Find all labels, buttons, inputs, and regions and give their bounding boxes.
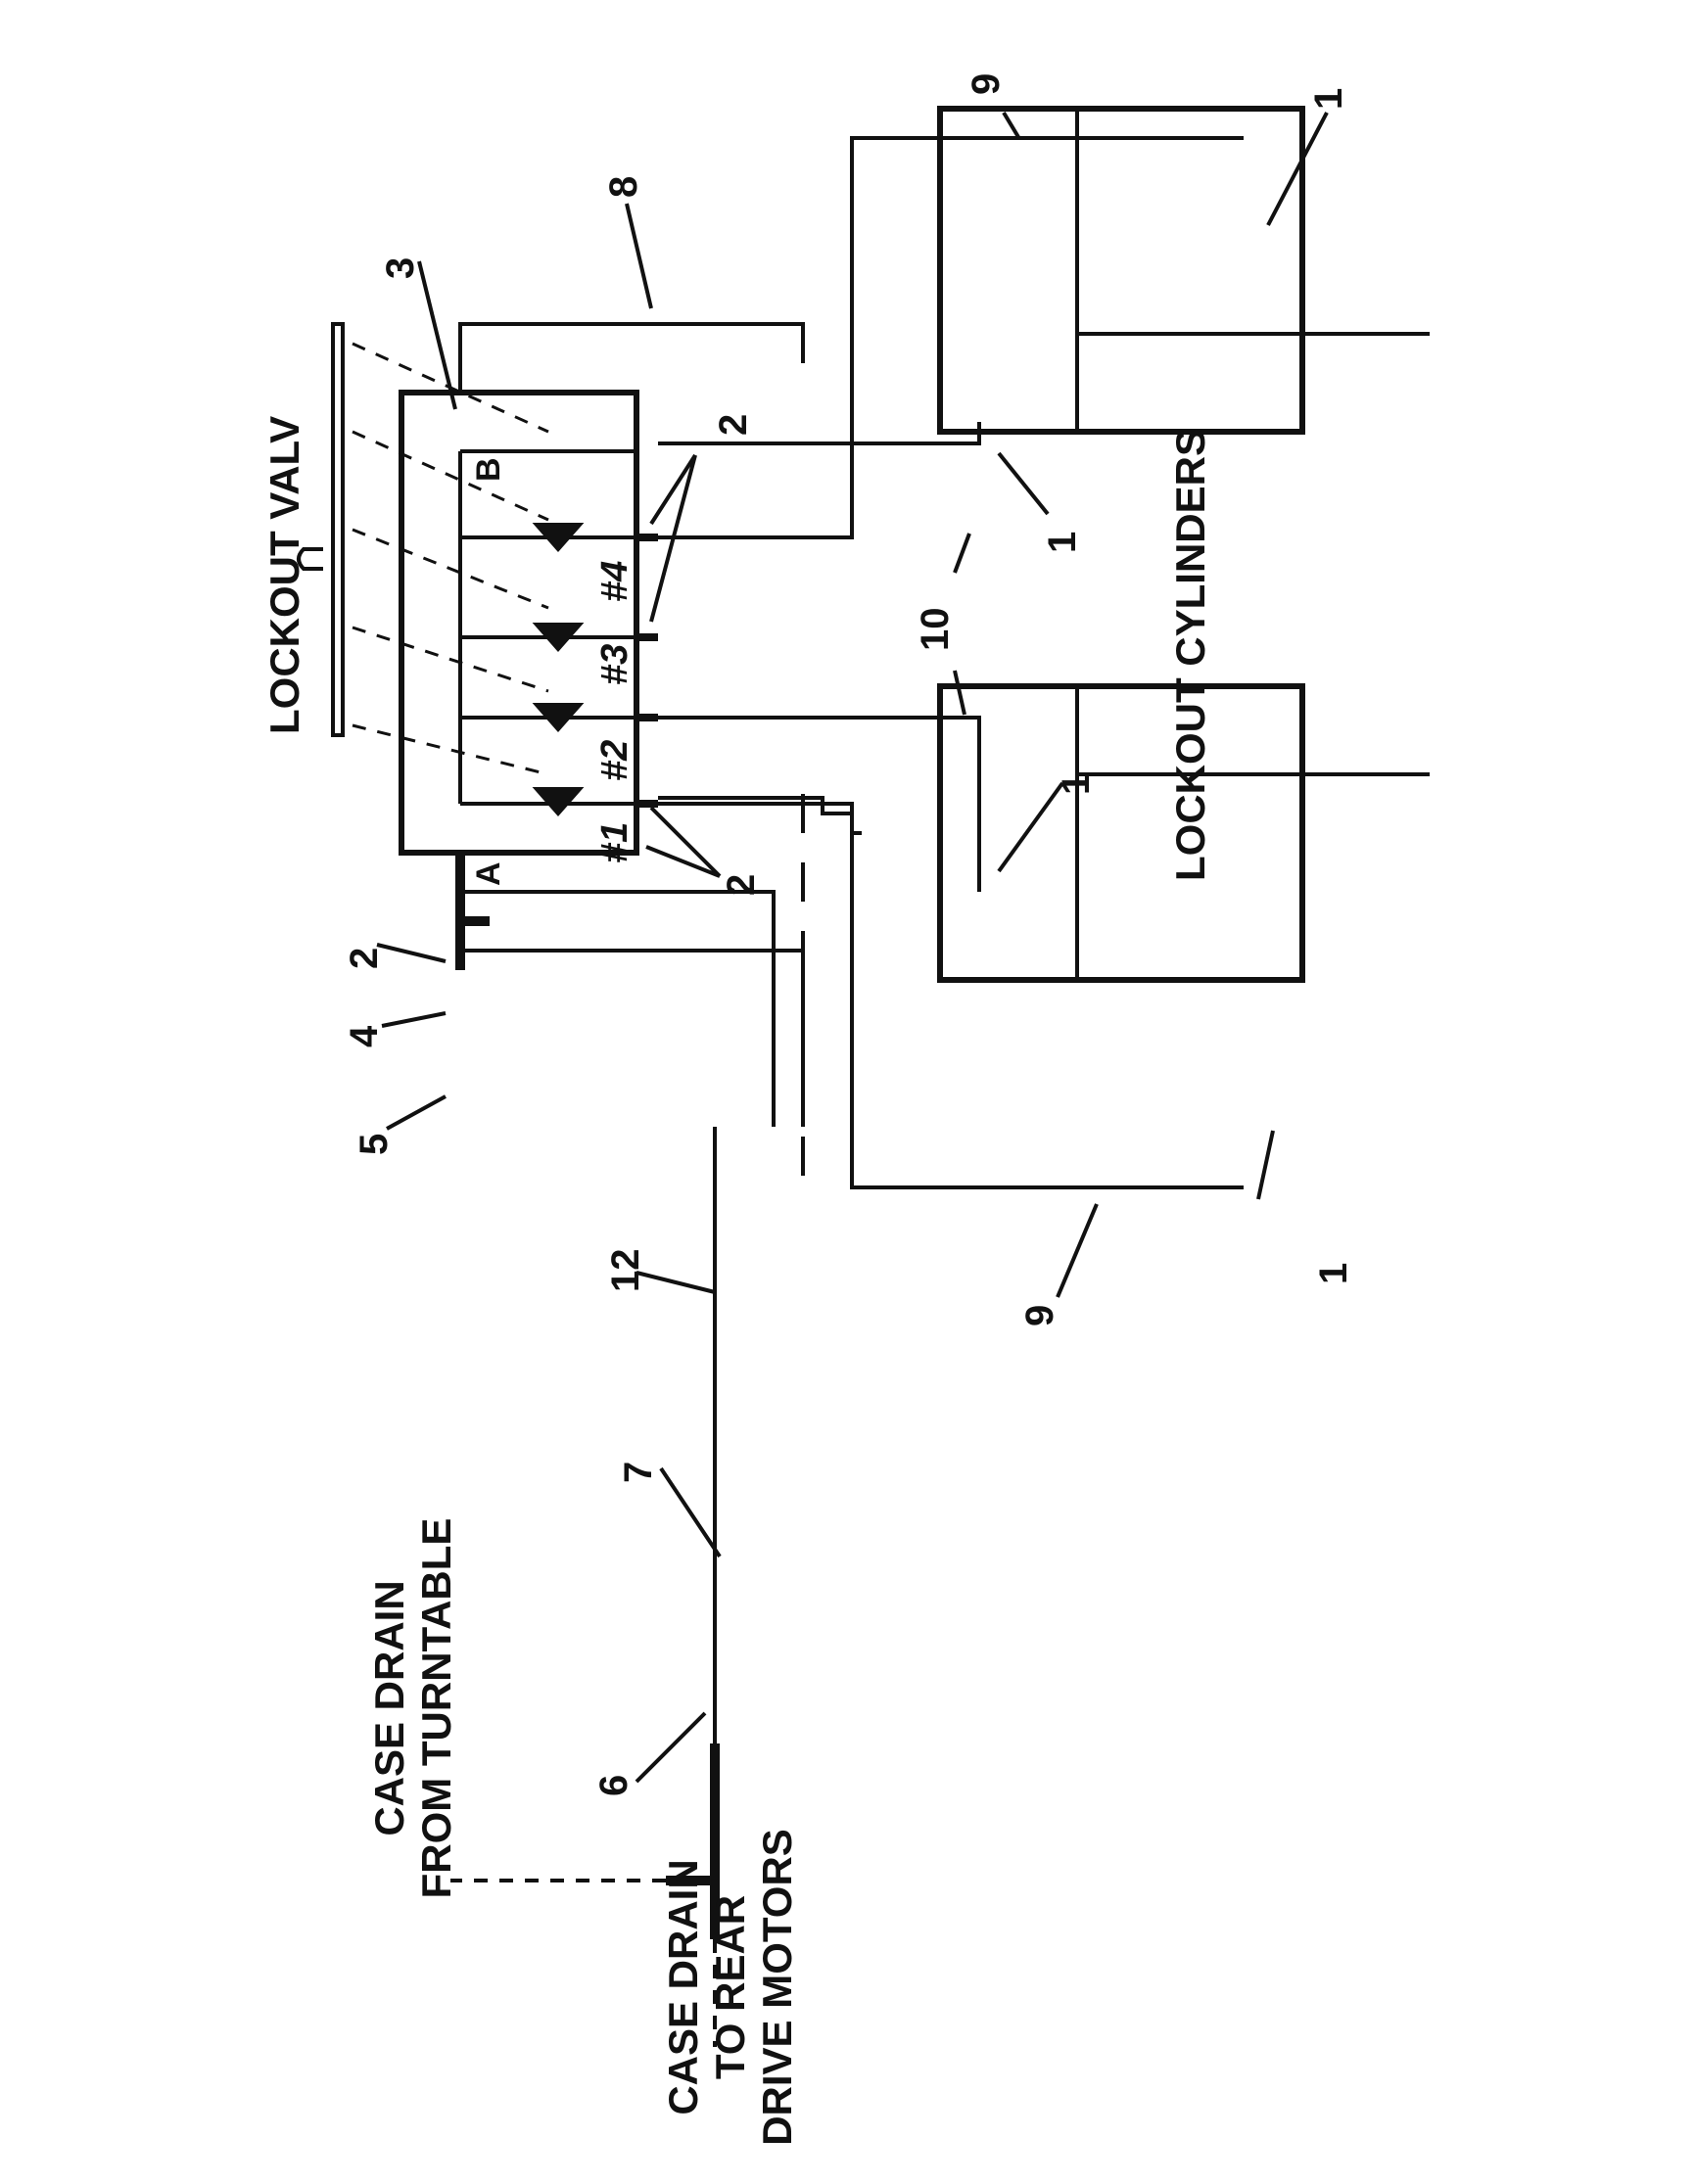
label-case-drain-turntable-2: FROM TURNTABLE [413,1518,459,1899]
leader-1-lower [997,781,1064,873]
manifold-a-fittings [455,853,490,970]
leader-12 [636,1271,716,1294]
callout-2-left: 2 [343,948,386,969]
port-b-label: B [470,457,507,482]
callout-2-manifold-bottom: 2 [720,874,763,896]
leader-3 [417,260,457,410]
leader-2-left [376,943,447,963]
callout-1-lower-cylinder-top: 1 [1055,773,1098,795]
label-case-drain-rear-2: TO REAR [707,1895,753,2079]
label-case-drain-rear-3: DRIVE MOTORS [754,1829,800,2146]
callout-6: 6 [592,1775,636,1796]
rotated-labels: LOCKOUT VALV LOCKOUT CYLINDERS CASE DRAI… [261,73,1355,2146]
leader-7 [659,1466,722,1558]
lockout-handle-bar [331,322,345,737]
tee-fitting-6 [666,1743,720,1939]
valve-number-2: #2 [594,740,636,781]
lockout-cylinder-upper [937,106,1305,435]
hydraulic-lines [458,136,1244,1792]
leader-5 [386,1094,447,1131]
leader-1-top [1266,112,1329,226]
port-a-label: A [470,861,507,886]
label-case-drain-rear-1: CASE DRAIN [660,1859,706,2114]
callout-leaders [376,111,1329,1784]
check-valve-1-icon [532,787,585,817]
leader-10-b [953,670,966,716]
callout-1-lower-right: 1 [1312,1263,1355,1284]
check-valve-4-icon [532,523,585,553]
leader-2-bottom-a [649,806,722,878]
manifold-outlet-fittings [636,534,658,808]
callout-9-top: 9 [965,73,1008,95]
callout-4: 4 [343,1025,386,1047]
valve-number-4: #4 [594,561,636,602]
valve-number-3: #3 [594,644,636,685]
leader-8 [625,203,653,309]
valve-number-1: #1 [594,822,636,863]
check-valves [532,523,585,817]
label-lockout-cylinders: LOCKOUT CYLINDERS [1167,429,1213,881]
leader-9-bottom [1056,1203,1099,1298]
callout-2-manifold-top: 2 [712,414,755,436]
leader-1-bottom [1256,1130,1275,1200]
callout-8: 8 [602,176,645,198]
schematic-body [297,106,1430,2047]
callout-7: 7 [617,1462,660,1483]
check-valve-2-icon [532,703,585,733]
lockout-valve-body [399,390,639,856]
label-lockout-valve: LOCKOUT VALV [261,416,307,734]
check-valve-3-icon [532,623,585,653]
label-case-drain-turntable-1: CASE DRAIN [366,1580,412,1835]
callout-9-bottom: 9 [1018,1305,1061,1326]
handle-knob-icon [297,547,323,571]
valve-cell-dividers [458,449,636,806]
leader-2-bottom-b [645,845,721,878]
lockout-cylinder-lower [937,683,1305,983]
leader-1-mid [997,451,1050,516]
leader-2-top-a [649,453,697,526]
callout-10: 10 [914,608,957,652]
leader-10-a [953,533,971,574]
callout-3: 3 [379,257,422,279]
leader-9-top [1002,111,1020,139]
callout-12: 12 [604,1249,647,1293]
leader-6 [635,1711,707,1784]
leader-4 [381,1011,447,1028]
leader-2-top-b [649,454,697,623]
callout-1-upper-cylinder-bottom: 1 [1041,532,1084,553]
callout-1-top-right: 1 [1307,88,1350,110]
callout-5: 5 [353,1134,396,1155]
